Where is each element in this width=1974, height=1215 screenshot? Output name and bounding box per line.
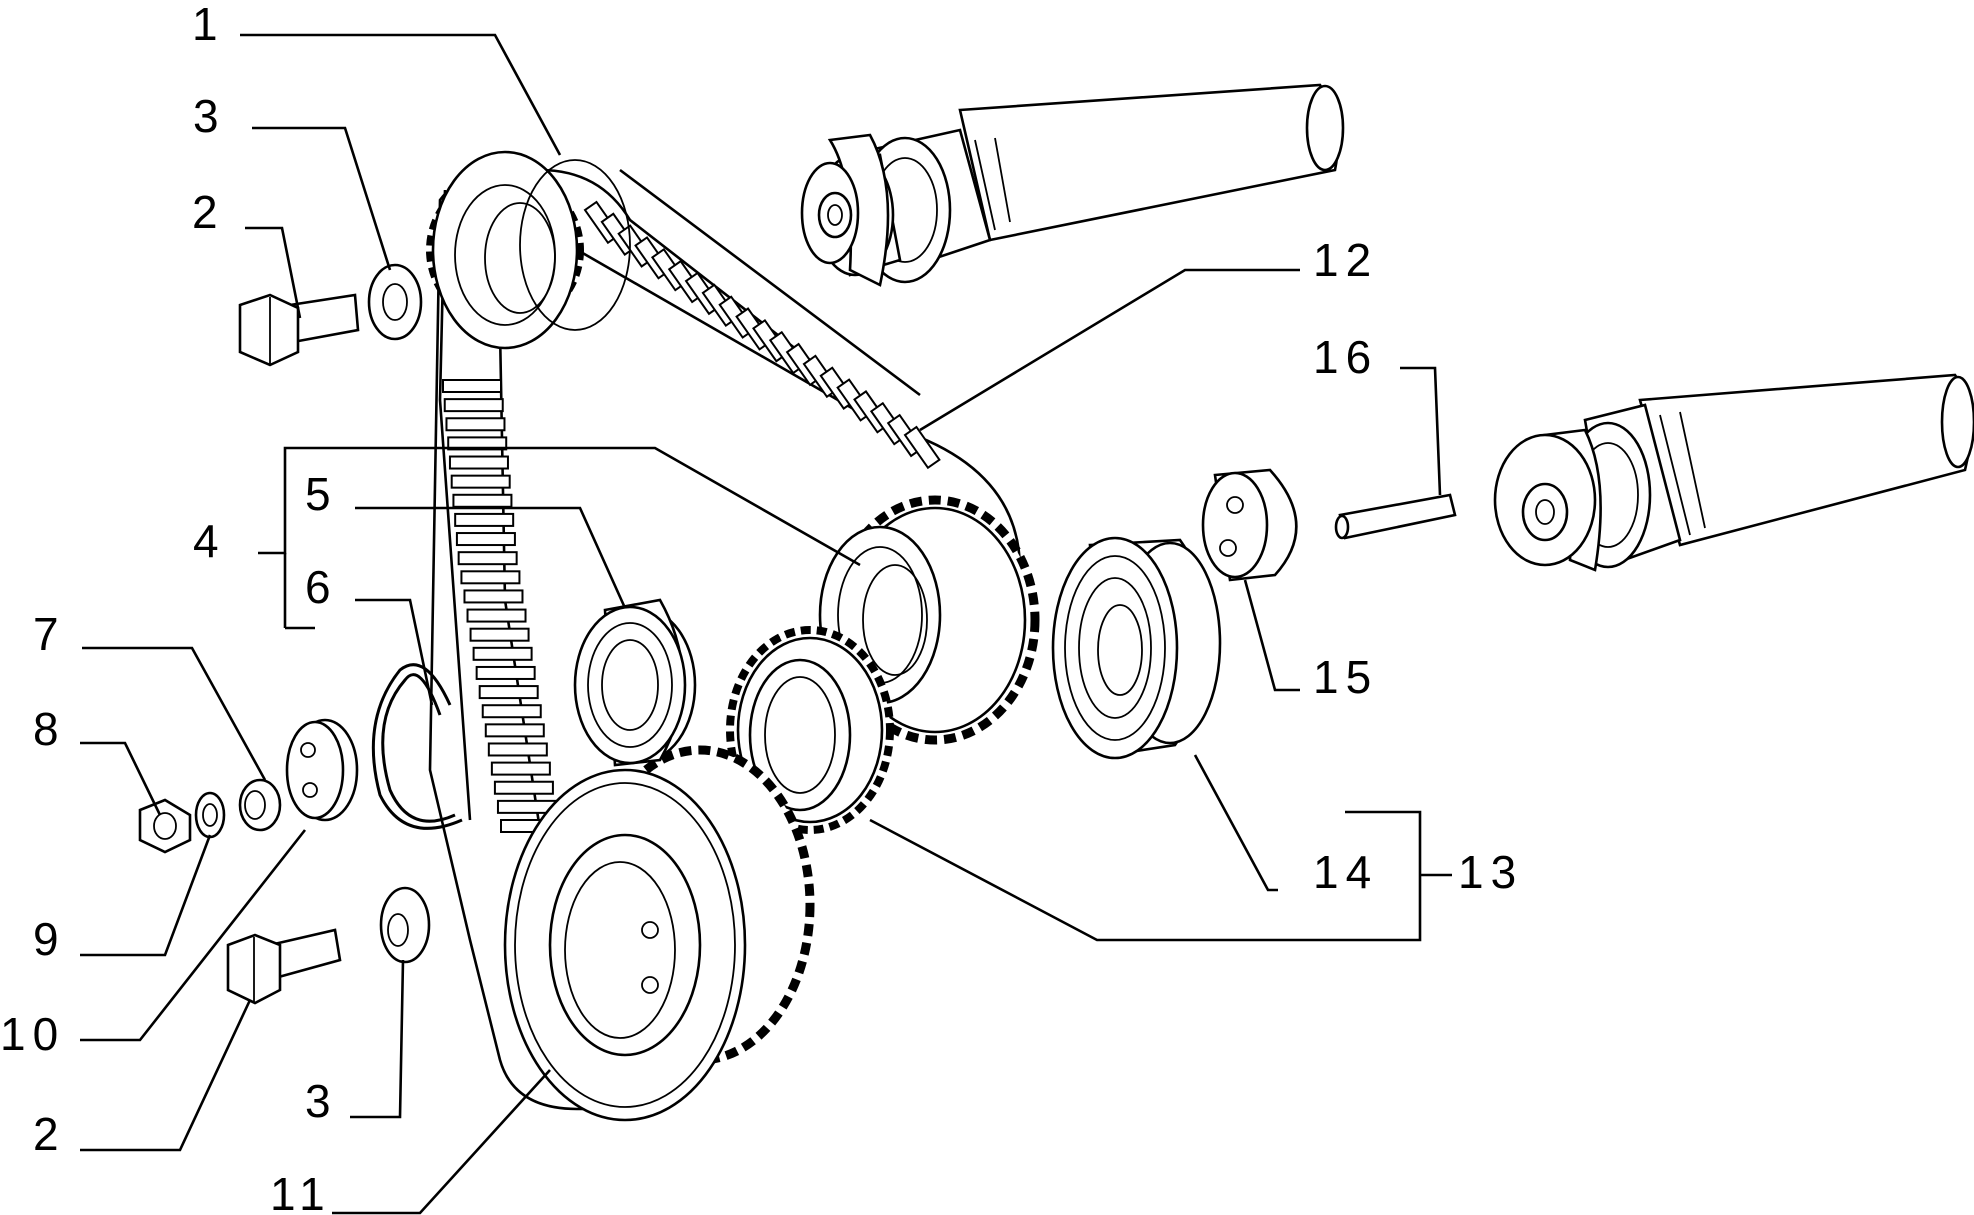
stud bbox=[1334, 493, 1457, 540]
callout-14: 14 bbox=[1313, 846, 1378, 898]
belt-tooth bbox=[447, 436, 508, 451]
tensioner-bearing bbox=[1051, 536, 1222, 760]
belt-tooth bbox=[452, 493, 513, 508]
belt-tooth bbox=[442, 379, 502, 393]
callout-2-lower: 2 bbox=[33, 1108, 66, 1160]
washer-9 bbox=[194, 791, 226, 839]
callout-10: 10 bbox=[0, 1008, 65, 1060]
belt-tooth bbox=[490, 761, 551, 776]
callout-3-upper: 3 bbox=[193, 90, 226, 142]
belt-tooth bbox=[484, 723, 545, 738]
belt-tooth bbox=[481, 704, 542, 719]
callout-7: 7 bbox=[33, 608, 66, 660]
eccentric-plate bbox=[285, 718, 359, 822]
callout-1: 1 bbox=[192, 0, 225, 50]
callout-9: 9 bbox=[33, 913, 66, 965]
washer-lower bbox=[379, 886, 431, 964]
callout-5: 5 bbox=[305, 468, 338, 520]
callout-4: 4 bbox=[193, 515, 226, 567]
spacer bbox=[238, 778, 282, 832]
belt-tooth bbox=[466, 608, 527, 623]
belt-tooth bbox=[487, 742, 548, 757]
belt-tooth bbox=[457, 551, 518, 566]
camshaft-upper bbox=[800, 83, 1345, 287]
belt-tooth bbox=[443, 398, 504, 413]
callout-16: 16 bbox=[1313, 331, 1378, 383]
eccentric-bush bbox=[1201, 468, 1298, 582]
camshaft-sprocket-upper bbox=[426, 150, 631, 350]
belt-tooth bbox=[448, 455, 509, 470]
callout-12: 12 bbox=[1313, 234, 1378, 286]
callout-3-lower: 3 bbox=[305, 1075, 338, 1127]
belt-tooth bbox=[445, 417, 506, 432]
belt-tooth bbox=[478, 685, 539, 700]
crankshaft-sprocket bbox=[503, 745, 815, 1122]
callout-8: 8 bbox=[33, 703, 66, 755]
bearing bbox=[573, 598, 697, 767]
belt-tooth bbox=[472, 646, 533, 661]
belt-tooth bbox=[454, 512, 515, 527]
intermediate-sprocket bbox=[726, 626, 894, 834]
camshaft-lower bbox=[1493, 373, 1974, 572]
leader-lines bbox=[80, 33, 1452, 1215]
nut bbox=[138, 798, 192, 854]
callout-2-upper: 2 bbox=[192, 186, 225, 238]
belt-tooth bbox=[903, 425, 941, 470]
callout-13: 13 bbox=[1458, 846, 1523, 898]
bolt-upper bbox=[238, 293, 360, 367]
callout-11: 11 bbox=[270, 1168, 332, 1215]
circlip bbox=[371, 663, 463, 830]
washer-upper bbox=[367, 263, 423, 341]
callout-15: 15 bbox=[1313, 651, 1378, 703]
belt-tooth bbox=[493, 780, 554, 795]
belt-tooth bbox=[450, 474, 511, 489]
callout-labels: 1 3 2 12 16 4 5 6 7 8 9 10 2 3 11 14 13 … bbox=[0, 0, 1523, 1215]
belt-tooth bbox=[455, 532, 516, 547]
belt-tooth bbox=[460, 570, 521, 585]
callout-6: 6 bbox=[305, 561, 338, 613]
belt-tooth bbox=[463, 589, 524, 604]
camshaft-sprocket-lower bbox=[818, 495, 1040, 745]
bolt-lower bbox=[226, 928, 342, 1005]
belt-tooth bbox=[469, 627, 530, 642]
belt-tooth bbox=[475, 665, 536, 680]
